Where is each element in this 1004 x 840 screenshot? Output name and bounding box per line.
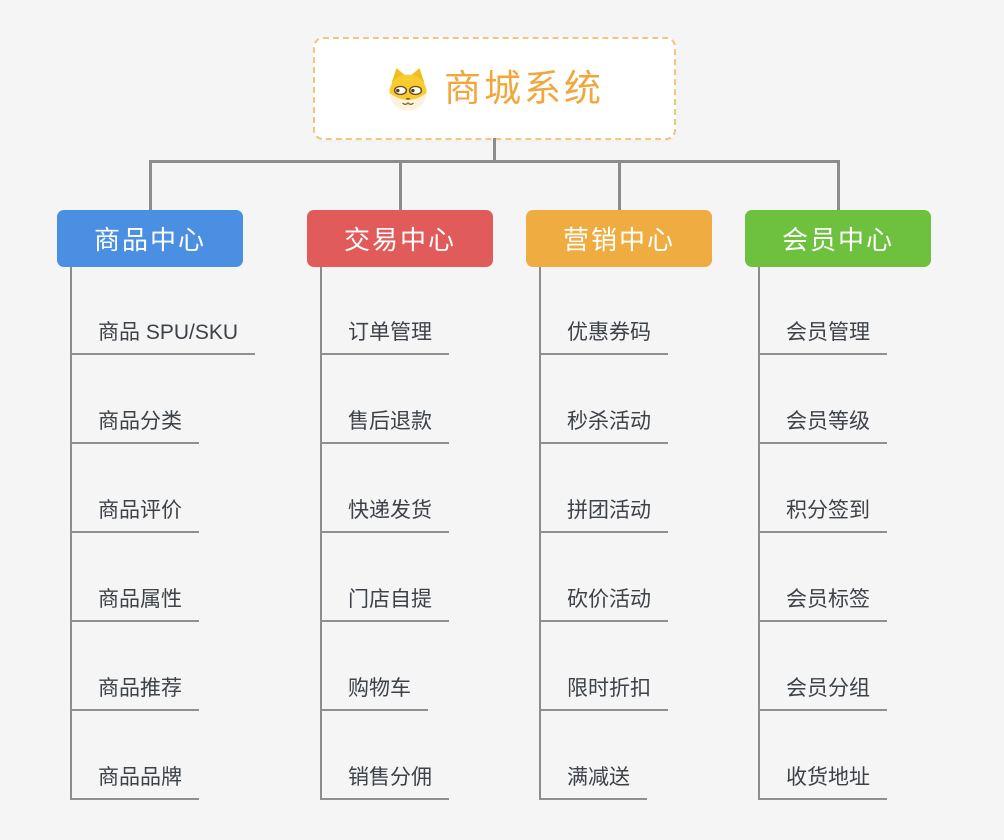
- leaf-item[interactable]: 商品 SPU/SKU: [70, 309, 256, 355]
- branch-trunk-line: [539, 267, 541, 800]
- connector-drop-trade-center: [399, 160, 402, 211]
- connector-bus: [149, 160, 840, 163]
- leaf-item[interactable]: 商品属性: [70, 576, 199, 622]
- leaf-item[interactable]: 收货地址: [758, 754, 887, 800]
- connector-root-drop: [493, 138, 496, 163]
- leaf-item[interactable]: 限时折扣: [539, 665, 668, 711]
- branch-label: 交易中心: [343, 225, 456, 255]
- connector-drop-product-center: [149, 160, 152, 211]
- branch-trunk-line: [758, 267, 760, 800]
- branch-trunk-line: [320, 267, 322, 800]
- leaf-item[interactable]: 商品评价: [70, 487, 199, 533]
- leaf-item[interactable]: 砍价活动: [539, 576, 668, 622]
- leaf-item[interactable]: 积分签到: [758, 487, 887, 533]
- branch-label: 营销中心: [562, 225, 675, 255]
- leaf-item[interactable]: 满减送: [539, 754, 647, 800]
- leaf-item[interactable]: 会员等级: [758, 398, 887, 444]
- leaf-item[interactable]: 订单管理: [320, 309, 449, 355]
- leaf-item[interactable]: 会员分组: [758, 665, 887, 711]
- leaf-item[interactable]: 购物车: [320, 665, 428, 711]
- branch-node-product-center[interactable]: 商品中心: [57, 210, 243, 267]
- root-node[interactable]: 商城系统: [313, 37, 676, 140]
- leaf-item[interactable]: 商品品牌: [70, 754, 199, 800]
- shiba-dog-icon: [389, 67, 427, 111]
- leaf-item[interactable]: 商品分类: [70, 398, 199, 444]
- branch-label: 会员中心: [781, 225, 894, 255]
- leaf-item[interactable]: 拼团活动: [539, 487, 668, 533]
- connector-drop-marketing-center: [618, 160, 621, 211]
- leaf-item[interactable]: 秒杀活动: [539, 398, 668, 444]
- branch-node-marketing-center[interactable]: 营销中心: [526, 210, 712, 267]
- leaf-item[interactable]: 优惠券码: [539, 309, 668, 355]
- leaf-item[interactable]: 快递发货: [320, 487, 449, 533]
- leaf-item[interactable]: 销售分佣: [320, 754, 449, 800]
- leaf-item[interactable]: 会员管理: [758, 309, 887, 355]
- root-title: 商城系统: [444, 68, 604, 109]
- leaf-item[interactable]: 售后退款: [320, 398, 449, 444]
- branch-label: 商品中心: [93, 225, 206, 255]
- leaf-item[interactable]: 门店自提: [320, 576, 449, 622]
- connector-drop-member-center: [837, 160, 840, 211]
- branch-trunk-line: [70, 267, 72, 800]
- leaf-item[interactable]: 会员标签: [758, 576, 887, 622]
- branch-node-member-center[interactable]: 会员中心: [745, 210, 931, 267]
- branch-node-trade-center[interactable]: 交易中心: [307, 210, 493, 267]
- leaf-item[interactable]: 商品推荐: [70, 665, 199, 711]
